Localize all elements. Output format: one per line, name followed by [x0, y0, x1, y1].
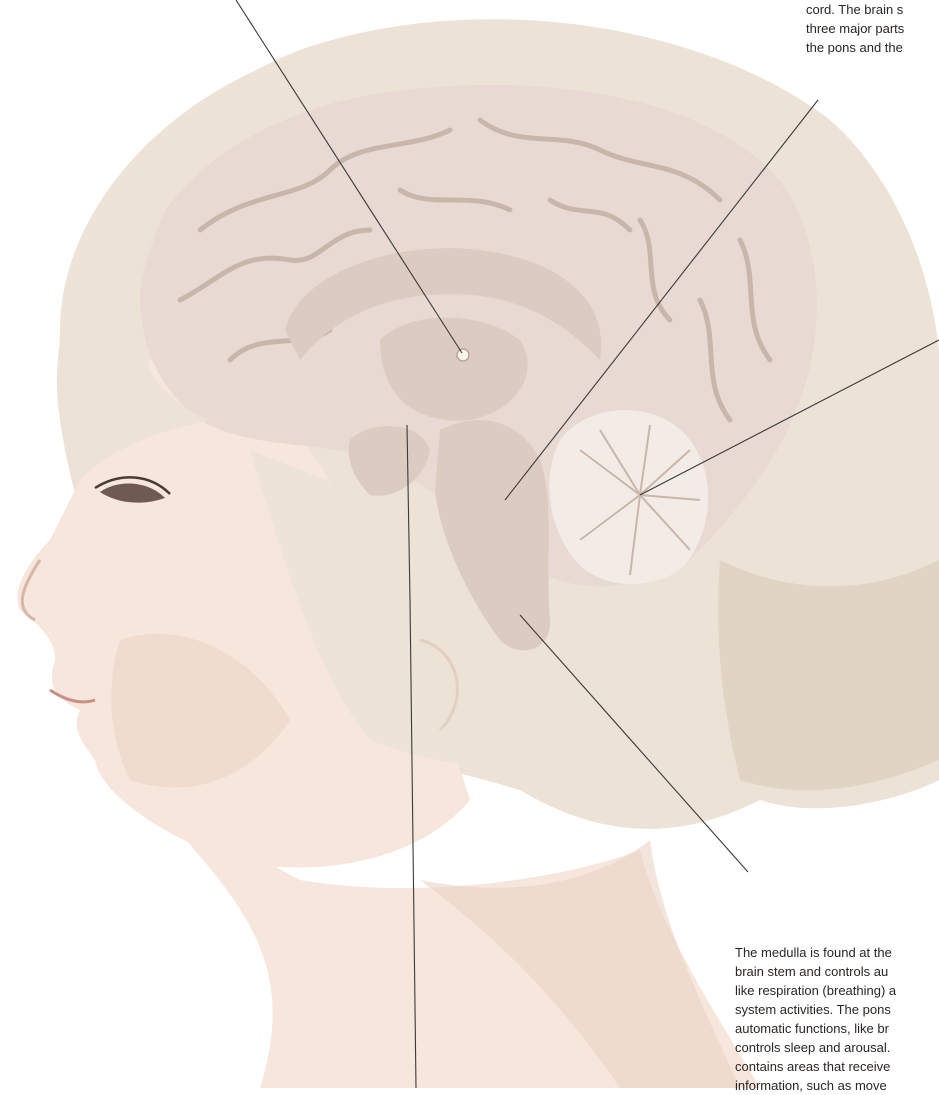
- caption-bottom-line: controls sleep and arousal.: [735, 1038, 939, 1057]
- caption-top: cord. The brain s three major parts the …: [806, 0, 939, 57]
- caption-bottom-line: information, such as move: [735, 1076, 939, 1095]
- caption-bottom-line: brain stem and controls au: [735, 962, 939, 981]
- caption-top-line: three major parts: [806, 19, 939, 38]
- caption-bottom-line: system activities. The pons: [735, 1000, 939, 1019]
- pineal-marker: [457, 349, 469, 361]
- caption-bottom-line: like respiration (breathing) a: [735, 981, 939, 1000]
- caption-top-line: the pons and the: [806, 38, 939, 57]
- caption-bottom-line: automatic functions, like br: [735, 1019, 939, 1038]
- caption-bottom-line: contains areas that receive: [735, 1057, 939, 1076]
- hair-back-strands: [718, 560, 939, 790]
- caption-bottom-line: The medulla is found at the: [735, 943, 939, 962]
- caption-top-line: cord. The brain s: [806, 0, 939, 19]
- caption-bottom: The medulla is found at the brain stem a…: [735, 943, 939, 1095]
